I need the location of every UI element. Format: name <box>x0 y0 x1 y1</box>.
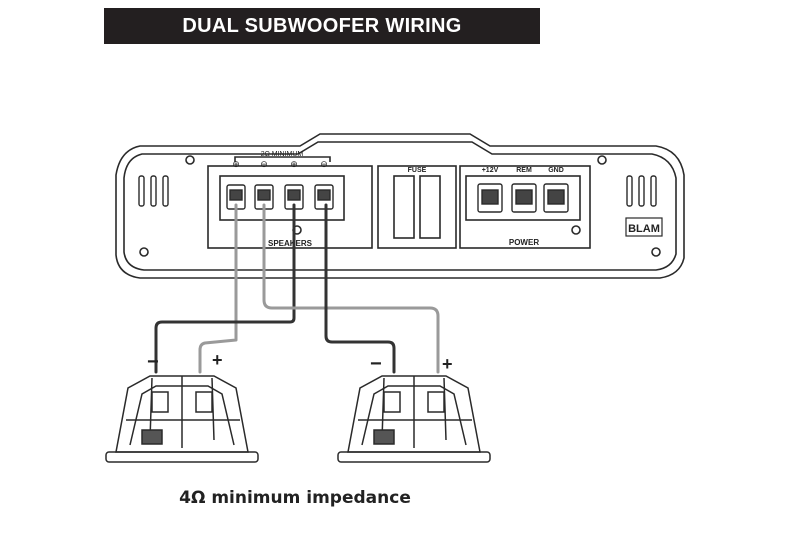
wire-sub1-negative <box>154 203 296 374</box>
speaker-terminals <box>226 184 334 210</box>
impedance-caption: 4Ω minimum impedance <box>179 488 411 508</box>
mount-hole <box>185 155 195 165</box>
sub2-minus-label: − <box>370 353 382 375</box>
mount-hole <box>139 247 149 257</box>
sub2-plus-label: + <box>442 354 453 374</box>
sub1-minus-label: − <box>147 351 159 373</box>
power-label-rem: REM <box>516 167 532 174</box>
mount-hole <box>651 247 661 257</box>
wires <box>154 203 440 374</box>
mount-hole <box>597 155 607 165</box>
fuse-panel <box>377 165 457 249</box>
fuse-label: FUSE <box>408 167 427 174</box>
left-vent <box>138 175 169 207</box>
right-vent <box>626 175 657 207</box>
power-label: POWER <box>509 238 539 247</box>
diagram-title: DUAL SUBWOOFER WIRING CONFIGURATION <box>182 15 462 73</box>
speakers-label: SPEAKERS <box>268 239 313 248</box>
amplifier <box>115 133 685 279</box>
subwoofer-1 <box>105 375 259 463</box>
subwoofer-2 <box>337 375 491 463</box>
speaker-min-label: 2Ω MINIMUM <box>261 151 304 158</box>
title-bar: DUAL SUBWOOFER WIRING CONFIGURATION <box>104 8 540 73</box>
power-terminals <box>477 183 569 213</box>
power-label-gnd: GND <box>548 167 564 174</box>
brand-label: BLAM <box>628 223 660 235</box>
terminal-mark-3: ⊕ <box>290 159 298 169</box>
wire-sub2-negative <box>324 203 396 374</box>
wire-sub1-positive <box>198 203 238 374</box>
power-panel <box>459 165 591 249</box>
brand-badge <box>625 217 663 237</box>
terminal-mark-4: ⊖ <box>320 159 328 169</box>
terminal-mark-2: ⊖ <box>260 159 268 169</box>
wire-sub2-positive <box>262 203 440 374</box>
power-label-12v: +12V <box>482 167 499 174</box>
terminal-mark-1: ⊕ <box>232 159 240 169</box>
sub1-plus-label: + <box>212 350 223 370</box>
speaker-panel <box>207 165 373 249</box>
